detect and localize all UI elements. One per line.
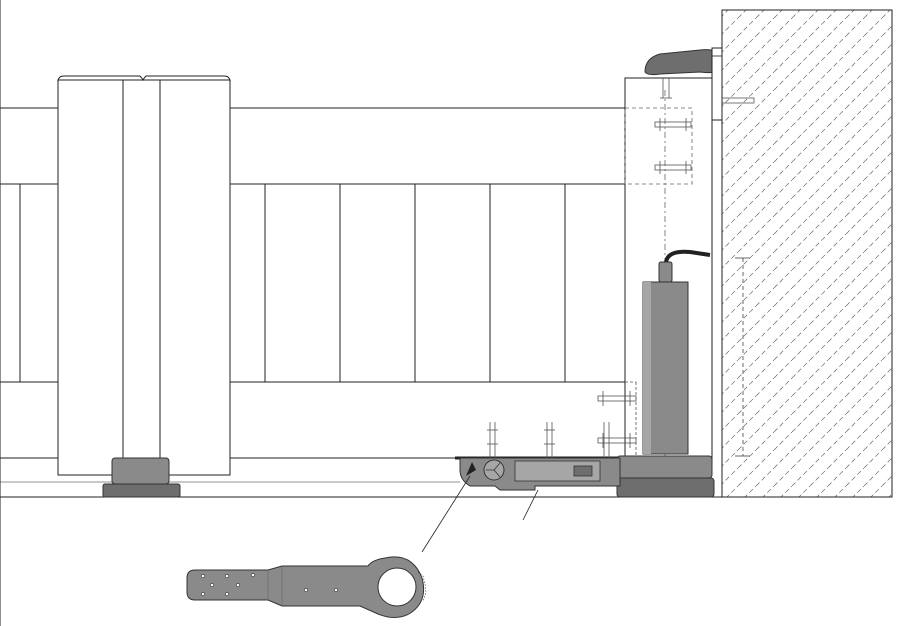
release-lever-icon — [186, 556, 425, 618]
upper-hinge — [644, 47, 723, 121]
hydraulic-operator — [642, 249, 750, 457]
foundation-box — [459, 422, 715, 498]
masonry-wall — [721, 9, 893, 498]
wall-hatch-pattern-icon — [721, 9, 893, 498]
leader-lines — [421, 475, 539, 553]
release-lever — [186, 556, 427, 618]
base-foot — [102, 457, 181, 498]
hinge-post — [57, 75, 231, 498]
